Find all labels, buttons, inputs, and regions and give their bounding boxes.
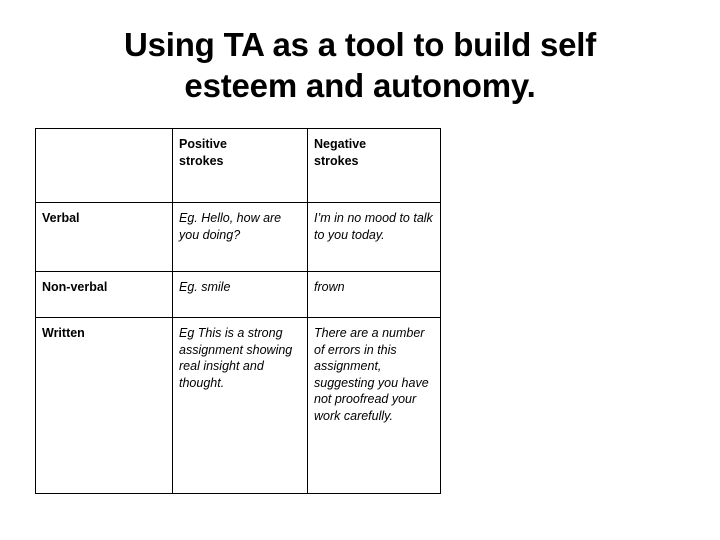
table-header-row: Positive strokes Negative strokes [35, 128, 441, 203]
row-label-non-verbal: Non-verbal [35, 271, 173, 318]
cell-written-positive: Eg This is a strong assignment showing r… [172, 317, 308, 494]
table-header-negative-strokes: Negative strokes [307, 128, 441, 203]
page-title: Using TA as a tool to build self esteem … [123, 26, 597, 104]
cell-verbal-positive: Eg. Hello, how are you doing? [172, 202, 308, 272]
table-header-corner-cell [35, 128, 173, 203]
cell-written-negative: There are a number of errors in this ass… [307, 317, 441, 494]
table-header-positive-strokes: Positive strokes [172, 128, 308, 203]
table-row: Verbal Eg. Hello, how are you doing? I’m… [35, 202, 441, 272]
table-row: Written Eg This is a strong assignment s… [35, 317, 441, 494]
strokes-table: Positive strokes Negative strokes Verbal… [35, 128, 441, 494]
cell-non-verbal-positive: Eg. smile [172, 271, 308, 318]
row-label-verbal: Verbal [35, 202, 173, 272]
row-label-written: Written [35, 317, 173, 494]
cell-non-verbal-negative: frown [307, 271, 441, 318]
cell-verbal-negative: I’m in no mood to talk to you today. [307, 202, 441, 272]
table-row: Non-verbal Eg. smile frown [35, 271, 441, 318]
